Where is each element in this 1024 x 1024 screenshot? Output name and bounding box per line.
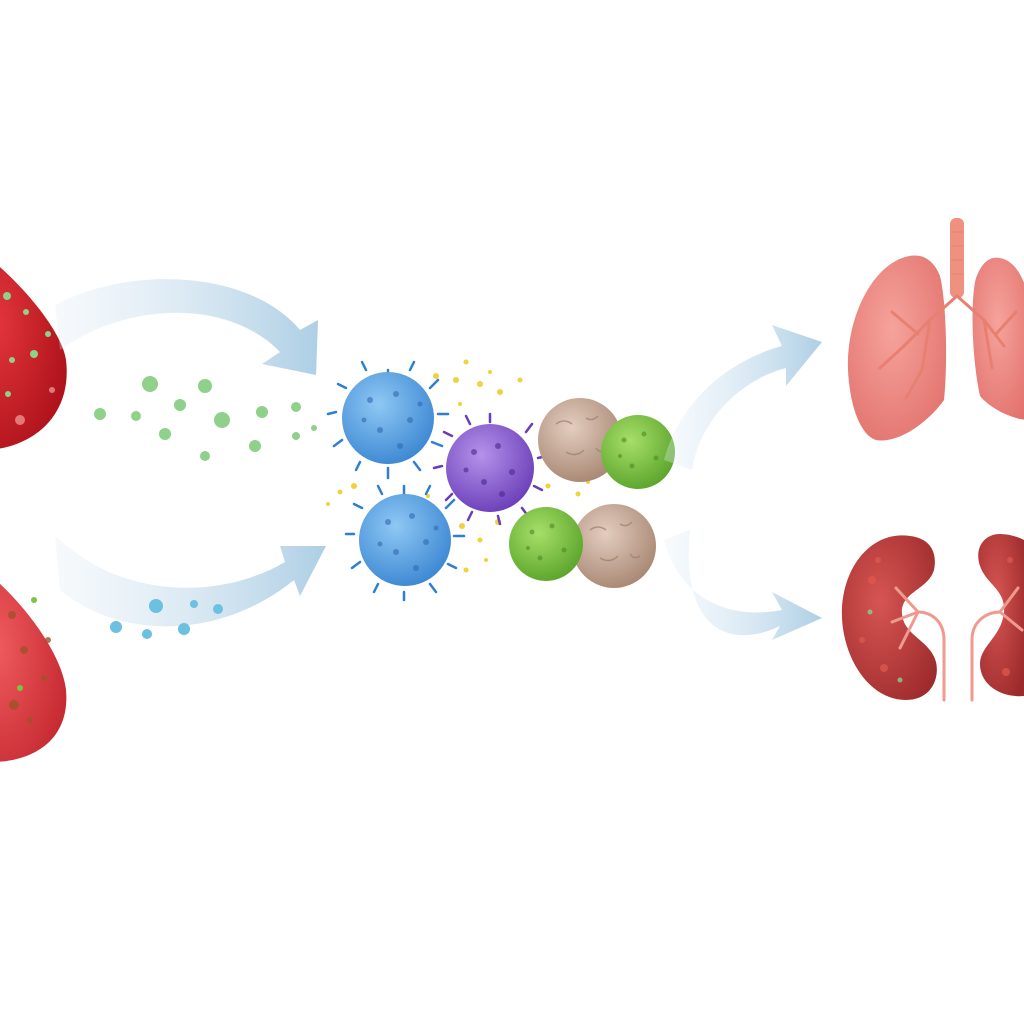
blood-drop-top-icon — [0, 267, 67, 449]
curved-arrow-icon — [664, 530, 822, 640]
green-cell-top-icon — [601, 415, 675, 489]
particle-group-green — [94, 376, 317, 461]
curved-arrow-icon — [55, 535, 326, 627]
curved-arrow-icon — [664, 325, 822, 470]
lungs-icon — [847, 218, 1024, 441]
green-cell-bottom-icon — [509, 507, 583, 581]
kidneys-icon — [841, 534, 1024, 702]
blue-cell-bottom-icon — [344, 484, 466, 602]
blue-cell-top-icon — [326, 360, 450, 480]
blood-drop-bottom-icon — [0, 584, 67, 762]
curved-arrow-icon — [55, 279, 318, 375]
tan-cell-top-icon — [538, 398, 622, 482]
tan-cell-bottom-icon — [572, 504, 656, 588]
purple-cell-icon — [432, 412, 548, 526]
immune-cell-cluster-icon — [326, 359, 675, 602]
particle-group-blue — [110, 599, 223, 639]
